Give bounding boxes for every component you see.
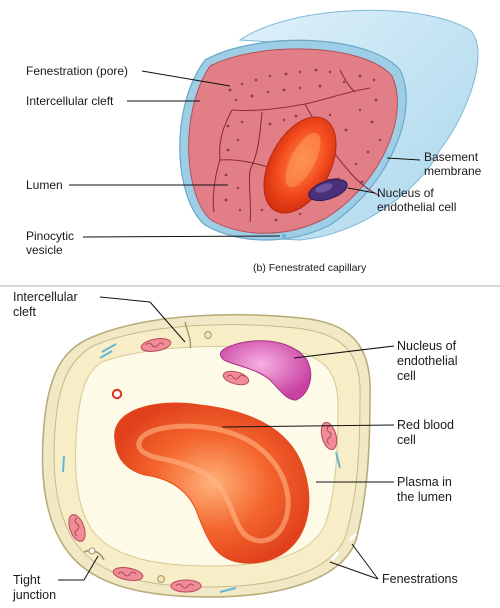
red-blood-cell-3d-highlight: [285, 132, 321, 188]
mitochondria-cristae: [74, 342, 332, 589]
panel-b-leader-lines: [69, 70, 421, 238]
fenestration-pores: [224, 68, 382, 222]
pinocytic-vesicle-dot: [281, 233, 287, 239]
label-nucleus-bottom: Nucleus of endothelial cell: [397, 339, 458, 383]
label-red-blood-cell: Red blood cell: [397, 418, 454, 447]
label-fenestration: Fenestration (pore): [26, 64, 129, 78]
label-plasma: Plasma in the lumen: [397, 475, 452, 504]
caption-fenestrated-capillary: (b) Fenestrated capillary: [253, 262, 367, 274]
label-basement-membrane: Basement membrane: [424, 150, 482, 178]
intercellular-cleft-notch: [184, 321, 192, 349]
fenestrated-capillary-panel: [69, 9, 479, 241]
label-lumen: Lumen: [26, 178, 63, 192]
red-blood-cell-ring: [136, 423, 291, 544]
endothelial-nucleus: [219, 340, 312, 401]
label-tight-junction: Tight junction: [13, 573, 57, 602]
fenestration-gaps: [330, 532, 358, 561]
red-blood-cell: [114, 402, 310, 564]
label-pinocytic-vesicle: Pinocytic vesicle: [26, 229, 75, 257]
cross-section-leader-lines: [58, 296, 395, 581]
tight-junction-dot: [88, 547, 96, 555]
tight-junction-notch: [83, 549, 105, 561]
endothelial-nucleus-3d-highlight: [315, 183, 333, 193]
label-intercellular-cleft-bottom: Intercellular cleft: [13, 290, 78, 319]
label-fenestrations: Fenestrations: [382, 572, 458, 586]
panel-divider: [0, 285, 500, 287]
label-intercellular-cleft-top: Intercellular cleft: [26, 94, 114, 108]
cross-section-panel: [41, 296, 395, 598]
label-nucleus-top: Nucleus of endothelial cell: [377, 186, 457, 214]
